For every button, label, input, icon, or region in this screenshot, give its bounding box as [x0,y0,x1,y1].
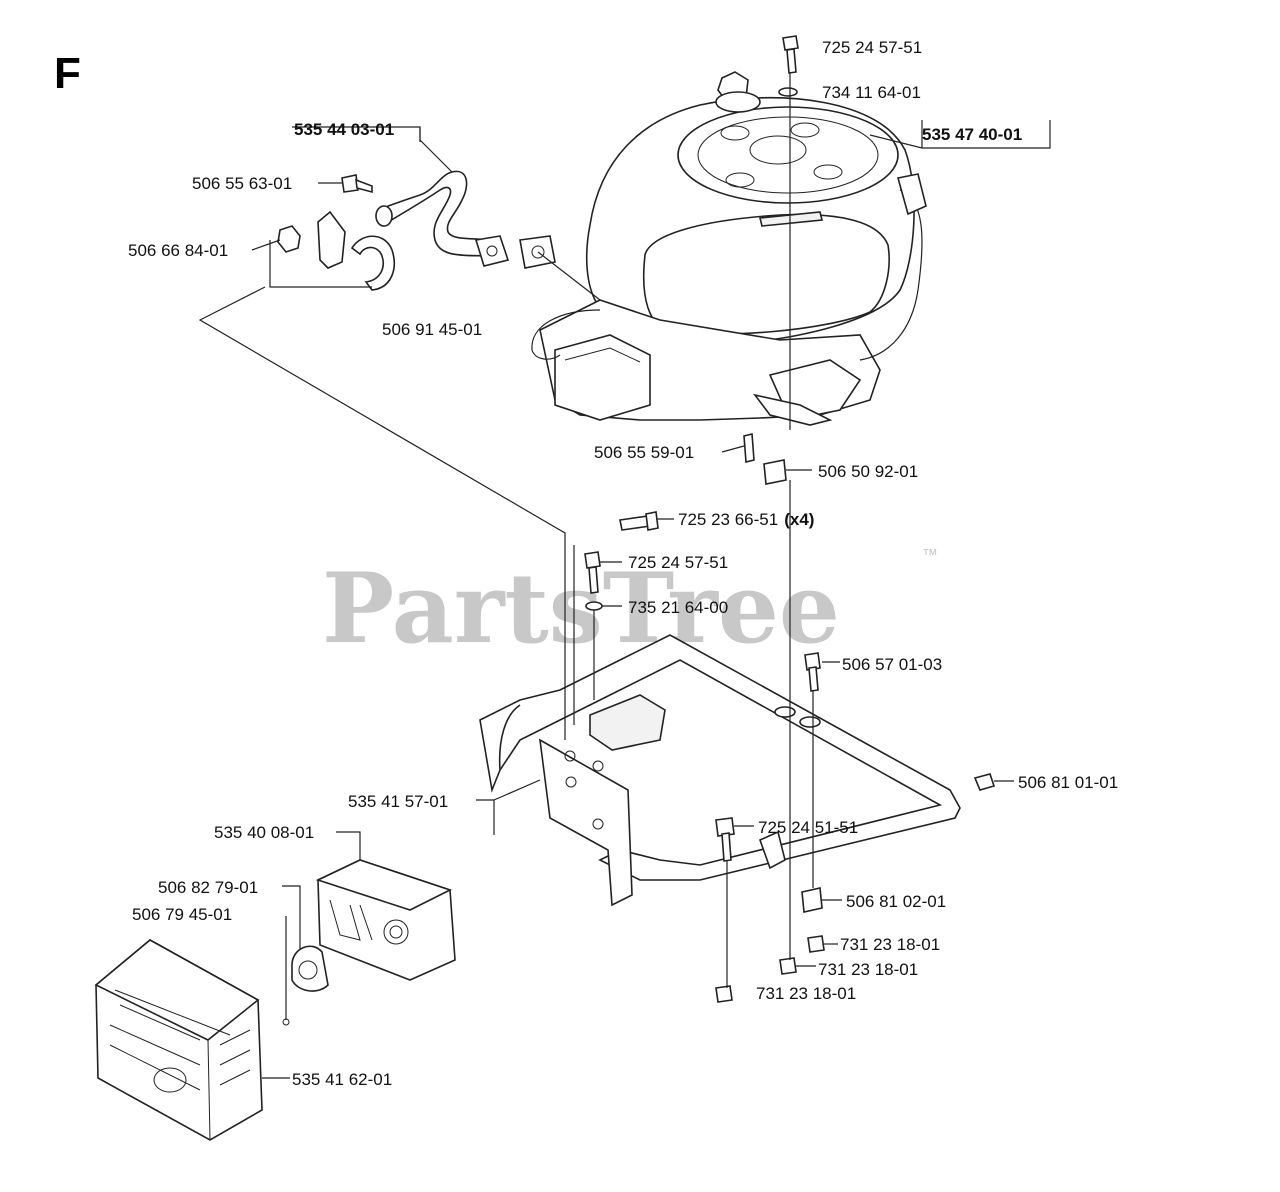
exhaust-pipe-illustration [375,170,556,269]
label-506-81-02-01[interactable]: 506 81 02-01 [846,892,946,911]
label-506-81-01-01[interactable]: 506 81 01-01 [1018,773,1118,792]
label-731-23-18-01-a[interactable]: 731 23 18-01 [840,935,940,954]
label-506-50-92-01[interactable]: 506 50 92-01 [818,462,918,481]
deflector-illustration [291,945,329,992]
label-506-55-59-01[interactable]: 506 55 59-01 [594,443,694,462]
label-506-55-63-01[interactable]: 506 55 63-01 [192,174,292,193]
label-725-24-51-51[interactable]: 725 24 51-51 [758,818,858,837]
pin-illustration [743,432,787,485]
muffler-illustration [315,859,456,981]
muffler-guard-illustration [94,939,290,1141]
label-535-47-40-01[interactable]: 535 47 40-01 [922,125,1022,144]
nuts-illustration [715,887,825,1003]
label-731-23-18-01-b[interactable]: 731 23 18-01 [818,960,918,979]
label-731-23-18-01-c[interactable]: 731 23 18-01 [756,984,856,1003]
label-535-40-08-01[interactable]: 535 40 08-01 [214,823,314,842]
label-735-21-64-00[interactable]: 735 21 64-00 [628,598,728,617]
label-506-66-84-01[interactable]: 506 66 84-01 [128,241,228,260]
label-506-57-01-03[interactable]: 506 57 01-03 [842,655,942,674]
label-535-44-03-01[interactable]: 535 44 03-01 [294,120,394,139]
bolt-illustration [341,174,373,194]
section-letter: F [54,49,81,98]
label-725-23-66-51-number: 725 23 66-51 [678,510,778,529]
label-725-24-57-51-mid[interactable]: 725 24 57-51 [628,553,728,572]
label-734-11-64-01[interactable]: 734 11 64-01 [822,83,921,102]
engine-frame-illustration [479,634,996,907]
label-535-41-62-01[interactable]: 535 41 62-01 [292,1070,392,1089]
engine-illustration [531,71,927,426]
label-725-23-66-51[interactable]: 725 23 66-51 (x4) [678,510,814,529]
watermark-trademark: ™ [922,547,938,564]
label-535-41-57-01[interactable]: 535 41 57-01 [348,792,448,811]
label-725-24-57-51-top[interactable]: 725 24 57-51 [822,38,922,57]
clamp-illustration [277,210,396,291]
frame-bolts-illustration [584,35,821,862]
label-725-23-66-51-qty: (x4) [784,510,814,529]
label-506-79-45-01[interactable]: 506 79 45-01 [132,905,232,924]
label-506-82-79-01[interactable]: 506 82 79-01 [158,878,258,897]
leader-lines [198,72,1051,1079]
label-506-91-45-01[interactable]: 506 91 45-01 [382,320,482,339]
watermark: PartsTree [322,552,840,665]
